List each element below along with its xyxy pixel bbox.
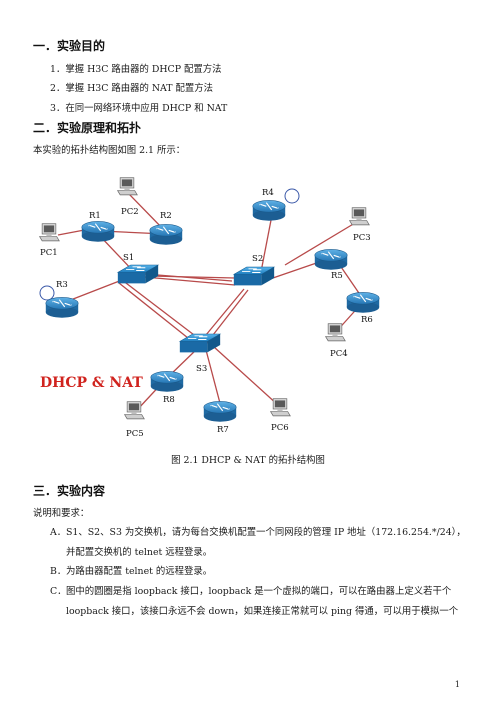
label-s2: S2 bbox=[252, 254, 263, 264]
requirement-b: B．为路由器配置 telnet 的远程登录。 bbox=[50, 563, 212, 577]
requirement-a-cont: 并配置交换机的 telnet 远程登录。 bbox=[66, 547, 213, 558]
section2-heading: 二．实验原理和拓扑 bbox=[33, 121, 142, 135]
switch-s2 bbox=[233, 266, 275, 286]
router-r8 bbox=[150, 370, 184, 392]
router-r2 bbox=[149, 223, 183, 245]
requirement-text: S1、S2、S3 为交换机，请为每台交换机配置一个同网段的管理 IP 地址（17… bbox=[66, 527, 466, 538]
pc-icon-pc4 bbox=[325, 323, 346, 342]
requirement-c: C．图中的圆圈是指 loopback 接口，loopback 是一个虚拟的端口，… bbox=[50, 583, 451, 597]
section2-intro: 本实验的拓扑结构图如图 2.1 所示： bbox=[33, 145, 186, 156]
pc-icon-pc3 bbox=[349, 207, 370, 226]
label-r3: R3 bbox=[56, 280, 68, 290]
objective-item: 2．掌握 H3C 路由器的 NAT 配置方法 bbox=[50, 83, 214, 94]
label-r2: R2 bbox=[160, 211, 172, 221]
pc-icon-pc6 bbox=[270, 398, 291, 417]
label-r6: R6 bbox=[361, 315, 373, 325]
requirement-label: A． bbox=[50, 527, 67, 538]
label-r7: R7 bbox=[217, 425, 229, 435]
section3-heading: 三．实验内容 bbox=[33, 484, 106, 498]
figure-caption: 图 2.1 DHCP & NAT 的拓扑结构图 bbox=[171, 455, 325, 466]
label-r4: R4 bbox=[262, 188, 274, 198]
pc-icon-pc2 bbox=[117, 177, 138, 196]
loopback-circle bbox=[39, 285, 55, 301]
label-s1: S1 bbox=[123, 253, 134, 263]
router-r5 bbox=[314, 248, 348, 270]
label-pc3: PC3 bbox=[353, 233, 371, 243]
router-r6 bbox=[346, 291, 380, 313]
label-pc6: PC6 bbox=[271, 423, 289, 433]
requirement-label: C． bbox=[50, 586, 67, 597]
router-r7 bbox=[203, 400, 237, 422]
label-pc4: PC4 bbox=[330, 349, 348, 359]
label-r5: R5 bbox=[331, 271, 343, 281]
pc-icon-pc5 bbox=[124, 401, 145, 420]
router-r3 bbox=[45, 296, 79, 318]
requirement-label: B． bbox=[50, 566, 67, 577]
pc-icon-pc1 bbox=[39, 223, 60, 242]
requirement-a: A．S1、S2、S3 为交换机，请为每台交换机配置一个同网段的管理 IP 地址（… bbox=[50, 524, 466, 538]
diagram-title: DHCP & NAT bbox=[40, 375, 143, 391]
objective-item: 3．在同一网络环境中应用 DHCP 和 NAT bbox=[50, 103, 228, 114]
objective-item: 1．掌握 H3C 路由器的 DHCP 配置方法 bbox=[50, 64, 222, 75]
label-s3: S3 bbox=[196, 364, 207, 374]
section3-intro: 说明和要求： bbox=[33, 508, 90, 519]
requirement-text: 为路由器配置 telnet 的远程登录。 bbox=[66, 566, 213, 577]
router-r1 bbox=[81, 220, 115, 242]
requirement-text: 图中的圆圈是指 loopback 接口，loopback 是一个虚拟的端口，可以… bbox=[66, 586, 452, 597]
label-r8: R8 bbox=[163, 395, 175, 405]
label-pc2: PC2 bbox=[121, 207, 139, 217]
label-r1: R1 bbox=[89, 211, 101, 221]
router-r4 bbox=[252, 199, 286, 221]
loopback-circle bbox=[284, 188, 300, 204]
label-pc5: PC5 bbox=[126, 429, 144, 439]
page-number: 1 bbox=[454, 680, 460, 689]
label-pc1: PC1 bbox=[40, 248, 58, 258]
section1-heading: 一．实验目的 bbox=[33, 39, 106, 53]
requirement-c-cont: loopback 接口，该接口永远不会 down，如果连接正常就可以 ping … bbox=[66, 606, 459, 617]
switch-s1 bbox=[117, 264, 159, 284]
